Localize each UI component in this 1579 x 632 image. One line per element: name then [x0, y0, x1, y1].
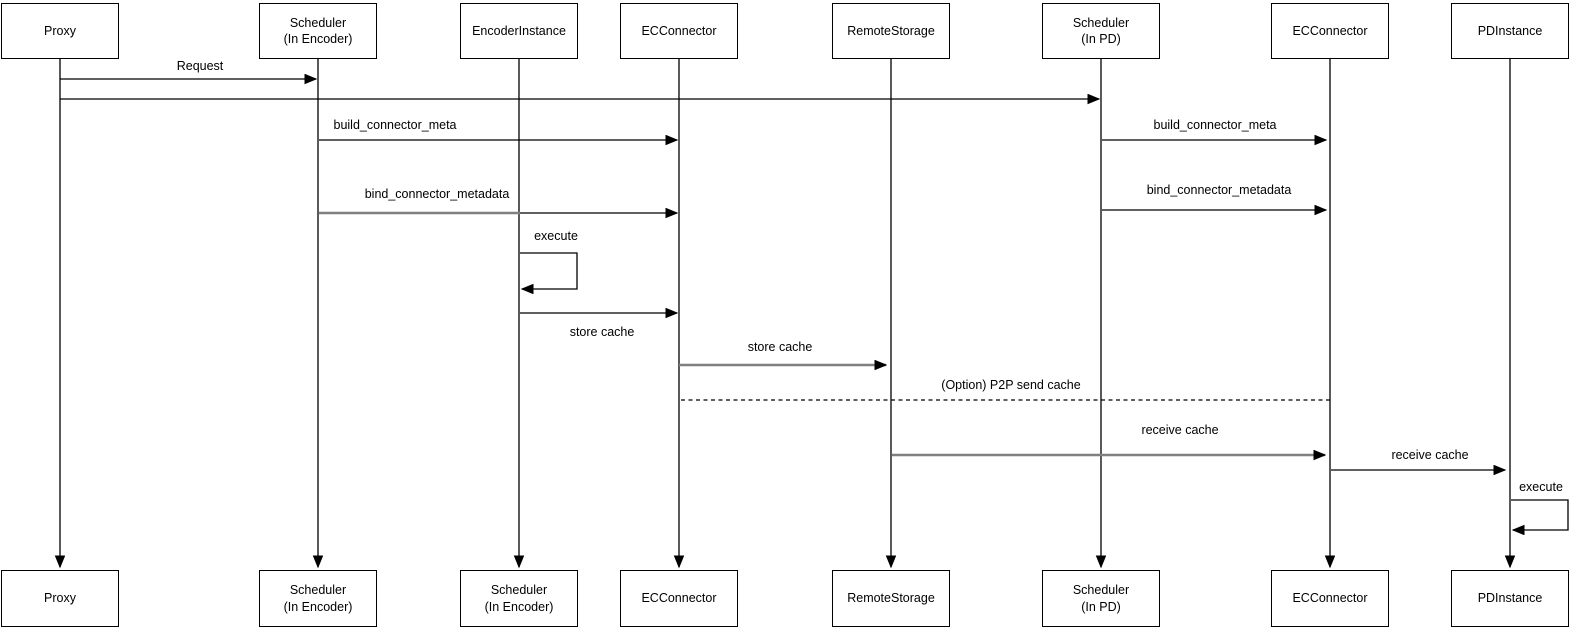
arrow-execute-encoder-self-loop	[520, 252, 578, 289]
message-label-build-connector-meta-pd: build_connector_meta	[1153, 118, 1277, 132]
message-label-receive-cache-remote: receive cache	[1141, 423, 1219, 437]
participant-top-encoder-instance: EncoderInstance	[460, 3, 578, 59]
participant-top-ec-connector-pd: ECConnector	[1271, 3, 1389, 59]
message-label-request: Request	[176, 59, 224, 73]
message-label-p2p-send-cache: (Option) P2P send cache	[941, 378, 1081, 392]
participant-bottom-scheduler-encoder: Scheduler (In Encoder)	[259, 570, 377, 627]
participant-top-proxy: Proxy	[1, 3, 119, 59]
participant-bottom-encoder-instance: Scheduler (In Encoder)	[460, 570, 578, 627]
message-label-build-connector-meta-encoder: build_connector_meta	[333, 118, 457, 132]
message-label-receive-cache-pd: receive cache	[1391, 448, 1469, 462]
participant-bottom-ec-connector-pd: ECConnector	[1271, 570, 1389, 627]
participant-bottom-proxy: Proxy	[1, 570, 119, 627]
message-label-bind-connector-metadata-pd: bind_connector_metadata	[1146, 183, 1292, 197]
participant-bottom-pd-instance: PDInstance	[1451, 570, 1569, 627]
message-label-bind-connector-metadata-encoder: bind_connector_metadata	[364, 187, 510, 201]
message-label-store-cache-remote: store cache	[747, 340, 813, 354]
arrow-execute-pd-self-loop	[1511, 499, 1569, 530]
participant-top-scheduler-encoder: Scheduler (In Encoder)	[259, 3, 377, 59]
participant-top-scheduler-pd: Scheduler (In PD)	[1042, 3, 1160, 59]
participant-top-remote-storage: RemoteStorage	[832, 3, 950, 59]
message-label-store-cache-connector: store cache	[569, 325, 635, 339]
message-label-execute-encoder: execute	[534, 229, 578, 243]
participant-bottom-remote-storage: RemoteStorage	[832, 570, 950, 627]
participant-top-ec-connector: ECConnector	[620, 3, 738, 59]
participant-bottom-scheduler-pd: Scheduler (In PD)	[1042, 570, 1160, 627]
participant-top-pd-instance: PDInstance	[1451, 3, 1569, 59]
message-label-execute-pd: execute	[1519, 480, 1563, 494]
participant-bottom-ec-connector: ECConnector	[620, 570, 738, 627]
